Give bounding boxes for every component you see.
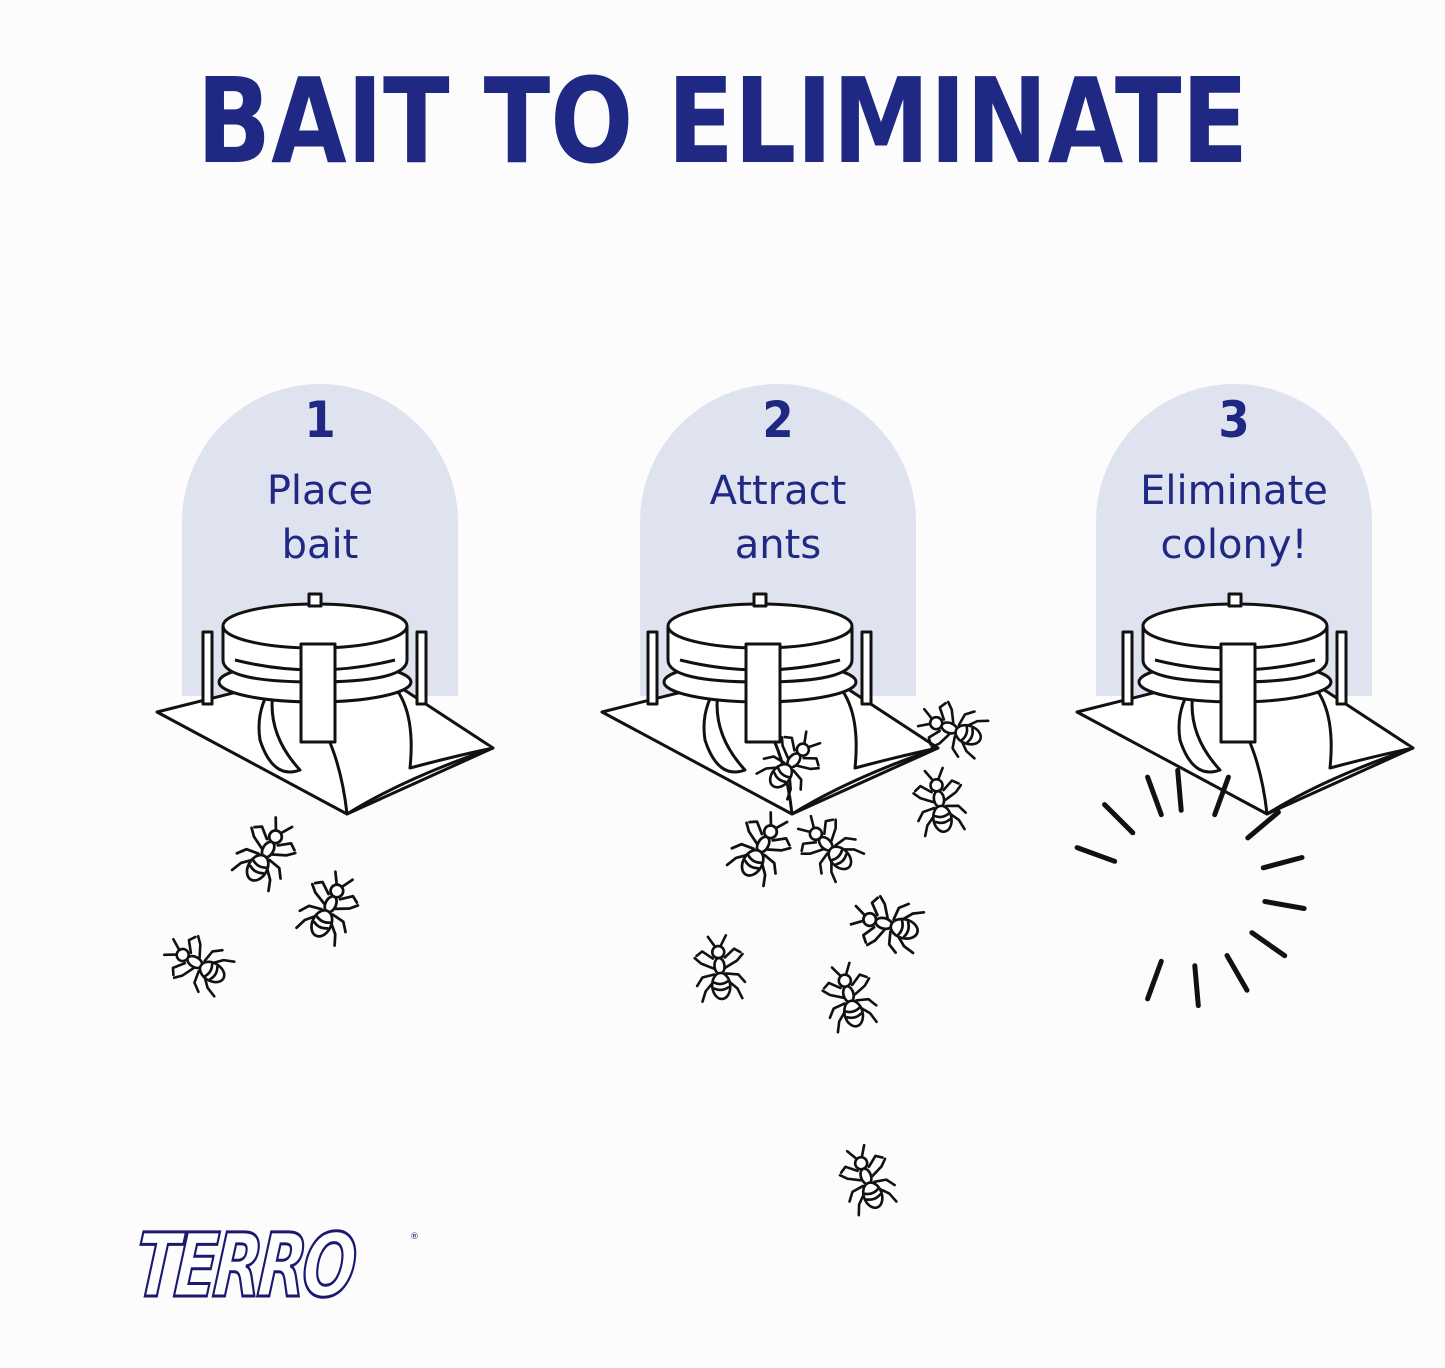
burst-mark-icon bbox=[1260, 855, 1305, 871]
step-3-label-line2: colony! bbox=[1160, 522, 1308, 568]
burst-mark-icon bbox=[1175, 767, 1184, 813]
bait-station-icon-2 bbox=[600, 592, 940, 816]
terro-logo: TERRO bbox=[131, 1213, 358, 1319]
step-3-number: 3 bbox=[1218, 391, 1250, 449]
ant-icon bbox=[693, 934, 747, 1003]
burst-mark-icon bbox=[1145, 774, 1164, 818]
burst-mark-icon bbox=[1102, 802, 1136, 836]
ant-icon bbox=[163, 934, 236, 998]
step-1-label-line2: bait bbox=[281, 522, 359, 568]
ant-icon bbox=[230, 816, 297, 893]
burst-mark-icon bbox=[1074, 845, 1118, 864]
burst-mark-icon bbox=[1192, 963, 1201, 1009]
ant-icon bbox=[838, 1143, 898, 1217]
burst-mark-icon bbox=[1212, 774, 1231, 818]
ant-icon bbox=[916, 700, 990, 760]
ant-icon bbox=[796, 814, 866, 884]
burst-mark-icon bbox=[1145, 958, 1164, 1002]
burst-mark-icon bbox=[1249, 930, 1288, 959]
burst-mark-icon bbox=[1245, 809, 1281, 841]
step-2-label-line1: Attract bbox=[709, 468, 847, 514]
burst-mark-icon bbox=[1224, 953, 1250, 993]
bait-station-icon-3 bbox=[1075, 592, 1415, 816]
step-2-label: Attract ants bbox=[640, 464, 916, 572]
ant-icon bbox=[821, 961, 878, 1034]
page-title: BAIT TO ELIMINATE bbox=[196, 52, 1249, 190]
step-1-number: 1 bbox=[304, 391, 336, 449]
bait-station-icon-1 bbox=[155, 592, 495, 816]
registered-mark: ® bbox=[410, 1232, 419, 1242]
step-3-label: Eliminate colony! bbox=[1096, 464, 1372, 572]
step-1-label-line1: Place bbox=[266, 468, 374, 514]
step-3-label-line1: Eliminate bbox=[1140, 468, 1328, 514]
step-2-number: 2 bbox=[762, 391, 794, 449]
step-1-label: Place bait bbox=[182, 464, 458, 572]
ant-icon bbox=[912, 766, 968, 838]
ant-icon bbox=[725, 811, 792, 888]
ant-icon bbox=[755, 730, 822, 801]
ant-icon bbox=[849, 894, 926, 955]
ant-icon bbox=[295, 870, 360, 947]
burst-mark-icon bbox=[1262, 899, 1307, 911]
step-2-label-line2: ants bbox=[734, 522, 822, 568]
